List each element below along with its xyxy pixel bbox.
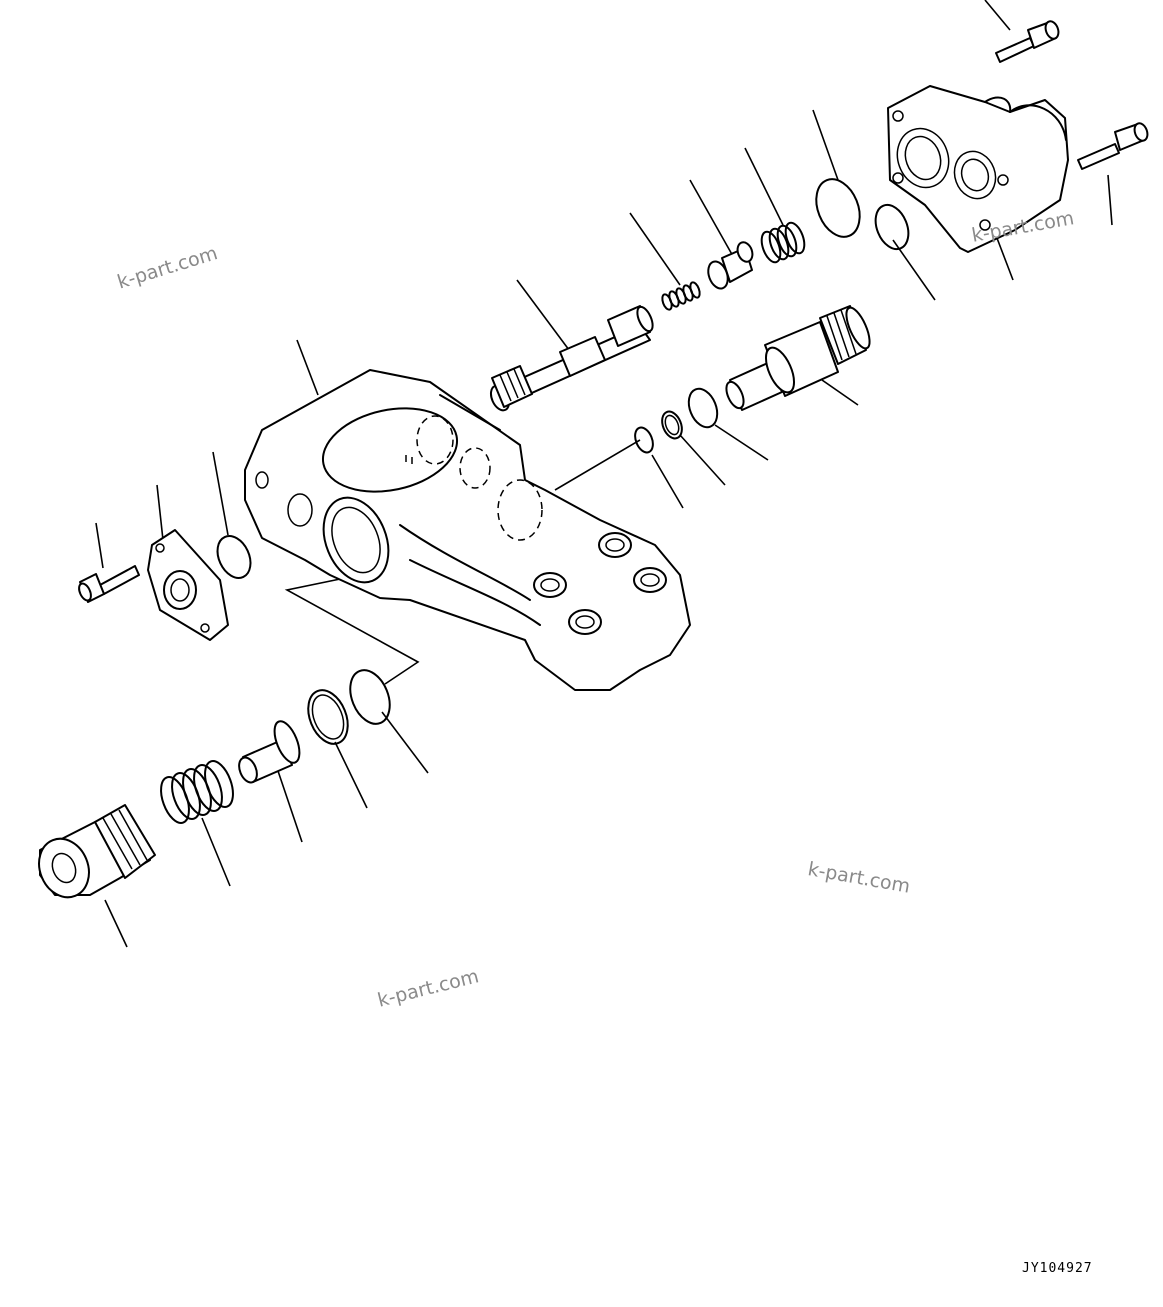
leader-line bbox=[334, 741, 368, 809]
spring-lower bbox=[160, 760, 234, 824]
backup-ring bbox=[307, 689, 349, 745]
bolt-right bbox=[1077, 122, 1149, 170]
leader-line bbox=[276, 767, 303, 843]
leader-line bbox=[201, 817, 231, 887]
leader-line bbox=[629, 212, 681, 286]
flange-cover bbox=[147, 529, 229, 641]
valve-spool bbox=[489, 305, 654, 412]
spring-seat bbox=[707, 241, 754, 290]
o-ring bbox=[349, 669, 391, 725]
leader-line bbox=[1107, 174, 1113, 226]
leader-line bbox=[812, 109, 839, 181]
leader-line bbox=[296, 339, 319, 396]
leader-line bbox=[95, 522, 104, 569]
o-ring bbox=[634, 426, 654, 454]
leader-line bbox=[381, 711, 429, 774]
valve-body bbox=[244, 369, 691, 691]
leader-line bbox=[104, 899, 128, 948]
leader-line bbox=[212, 451, 229, 536]
o-ring bbox=[815, 178, 861, 238]
drawing-code: JY104927 bbox=[1022, 1261, 1093, 1276]
backup-ring-inner bbox=[664, 414, 680, 436]
o-ring bbox=[687, 387, 719, 429]
leader-line bbox=[689, 179, 735, 259]
piston-lower bbox=[238, 720, 301, 784]
leader-line bbox=[516, 279, 576, 359]
spring-small bbox=[661, 281, 701, 311]
bolt-left bbox=[78, 565, 140, 603]
leader-line bbox=[984, 0, 1011, 31]
backup-ring bbox=[661, 410, 683, 440]
o-ring bbox=[874, 203, 910, 251]
leader-line bbox=[679, 434, 726, 486]
leader-lines bbox=[95, 0, 1113, 948]
leader-line bbox=[651, 454, 684, 509]
backup-ring-inner bbox=[311, 694, 345, 740]
cartridge-valve bbox=[725, 305, 871, 411]
leader-line bbox=[744, 147, 784, 226]
leader-line bbox=[156, 484, 164, 541]
bolt-top bbox=[995, 20, 1060, 63]
plug bbox=[38, 804, 156, 899]
spring-upper bbox=[760, 221, 806, 264]
o-ring bbox=[216, 535, 252, 579]
leader-line bbox=[821, 379, 859, 406]
leader-line bbox=[554, 439, 641, 491]
leader-line bbox=[714, 424, 769, 461]
leader-bracket bbox=[284, 577, 420, 685]
flange-housing bbox=[887, 85, 1069, 253]
leader-line bbox=[892, 239, 936, 301]
